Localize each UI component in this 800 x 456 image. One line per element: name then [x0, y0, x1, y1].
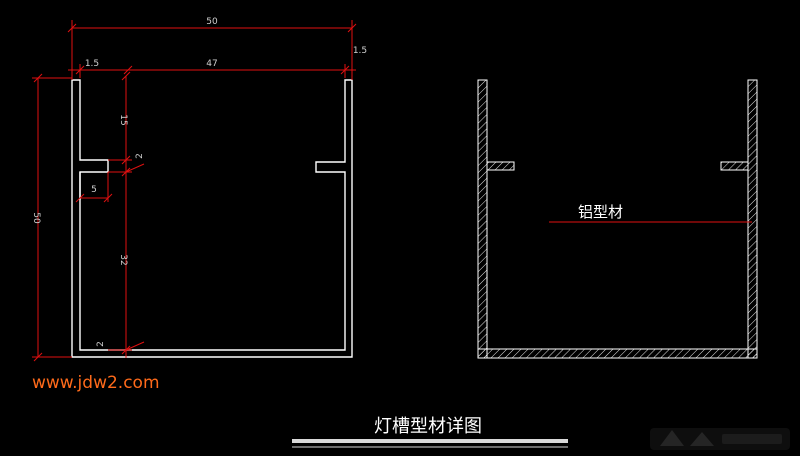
- watermark-url: www.jdw2.com: [32, 373, 160, 393]
- section-base: [477, 348, 758, 359]
- dim-base-thickness: 2: [96, 341, 106, 347]
- hatched-section: 铝型材: [477, 79, 758, 359]
- section-right-ledge: [720, 161, 749, 171]
- title-underline-thick: [292, 439, 568, 443]
- dim-overall-width: 50: [206, 17, 218, 27]
- section-left-wall: [477, 79, 488, 359]
- dimensioned-profile: [71, 79, 353, 358]
- dim-overall-height: 50: [31, 212, 41, 224]
- dimension-lines: [32, 20, 357, 362]
- dim-ledge-thickness: 2: [135, 153, 145, 159]
- dim-upper-gap: 15: [118, 114, 128, 125]
- logo-mark: [650, 428, 790, 450]
- dimension-labels: 50 47 1.5 1.5 50 15 2 5 32 2: [31, 17, 367, 347]
- dim-left-wall: 1.5: [85, 59, 99, 69]
- section-right-wall: [747, 79, 758, 359]
- dim-ledge-length: 5: [91, 185, 97, 195]
- profile-outline: [71, 79, 353, 358]
- drawing-title: 灯槽型材详图: [374, 416, 482, 437]
- dim-inner-width: 47: [206, 59, 217, 69]
- dim-lower-gap: 32: [118, 254, 128, 265]
- section-left-ledge: [486, 161, 515, 171]
- material-label: 铝型材: [578, 203, 623, 221]
- drawing-title-block: 灯槽型材详图: [292, 416, 568, 448]
- dim-right-wall: 1.5: [353, 46, 367, 56]
